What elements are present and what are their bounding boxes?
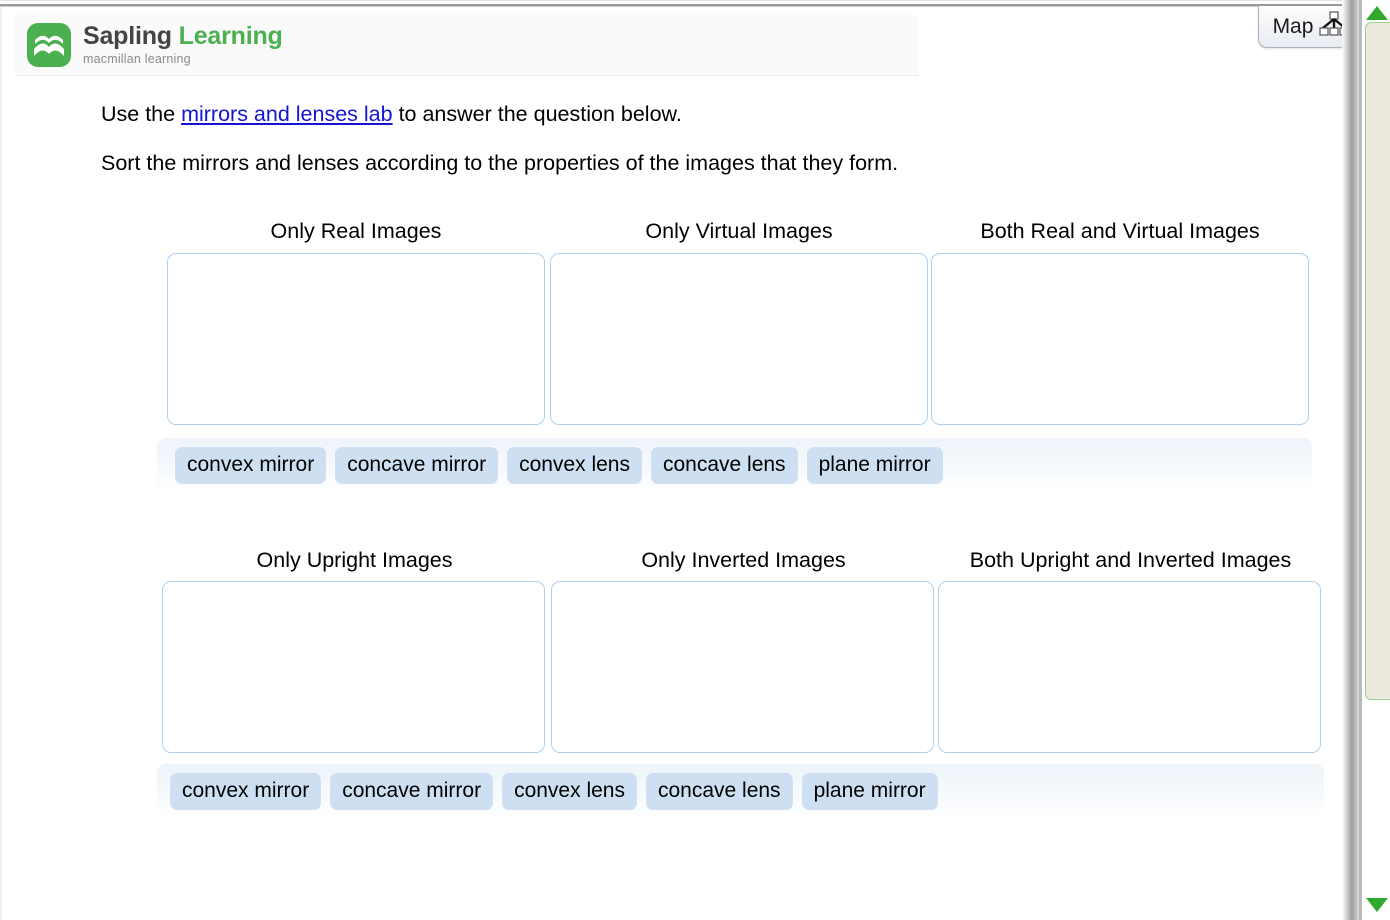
token-concave-mirror[interactable]: concave mirror xyxy=(335,447,499,484)
token-bank-orientation[interactable]: convex mirror concave mirror convex lens… xyxy=(157,764,1324,818)
instruction-line-2: Sort the mirrors and lenses according to… xyxy=(101,151,899,175)
drop-zone-only-virtual-images[interactable] xyxy=(550,253,928,425)
top-divider-line xyxy=(0,0,1361,1)
token-bank-row: convex mirror concave mirror convex lens… xyxy=(175,447,943,484)
token-convex-lens[interactable]: convex lens xyxy=(502,773,637,810)
sapling-book-logo-icon xyxy=(27,23,71,67)
drop-zone-both-real-and-virtual-images[interactable] xyxy=(931,253,1309,425)
page-left-edge xyxy=(0,7,2,920)
token-bank-image-type[interactable]: convex mirror concave mirror convex lens… xyxy=(157,438,1312,492)
brand-text-block: Sapling Learning macmillan learning xyxy=(83,24,283,66)
instruction-line-1: Use the mirrors and lenses lab to answer… xyxy=(101,102,682,126)
token-concave-mirror[interactable]: concave mirror xyxy=(330,773,494,810)
token-concave-lens[interactable]: concave lens xyxy=(650,447,798,484)
category-label-only-virtual-images: Only Virtual Images xyxy=(645,219,833,243)
scrollbar-seam xyxy=(1359,0,1361,920)
top-toolbar-underline xyxy=(0,6,1361,7)
assignment-content: Sapling Learning macmillan learning Use … xyxy=(2,7,1342,920)
token-convex-lens[interactable]: convex lens xyxy=(507,447,642,484)
category-label-only-upright-images: Only Upright Images xyxy=(256,548,453,572)
instruction-text-after: to answer the question below. xyxy=(392,102,682,126)
outer-scrollbar-track[interactable] xyxy=(1342,0,1361,920)
token-plane-mirror[interactable]: plane mirror xyxy=(806,447,943,484)
instruction-text-before: Use the xyxy=(101,102,182,126)
mirrors-and-lenses-lab-link[interactable]: mirrors and lenses lab xyxy=(181,102,393,126)
top-toolbar-shadow xyxy=(0,4,1361,6)
category-label-only-real-images: Only Real Images xyxy=(270,219,442,243)
brand-lockup: Sapling Learning macmillan learning xyxy=(15,15,283,75)
token-plane-mirror[interactable]: plane mirror xyxy=(801,773,938,810)
category-label-both-real-and-virtual-images: Both Real and Virtual Images xyxy=(980,219,1260,243)
brand-title: Sapling Learning xyxy=(83,24,283,49)
sapling-header-band: Sapling Learning macmillan learning xyxy=(15,15,919,75)
brand-name-learning: Learning xyxy=(178,22,283,51)
category-label-only-inverted-images: Only Inverted Images xyxy=(641,548,846,572)
token-concave-lens[interactable]: concave lens xyxy=(645,773,793,810)
frame-scrollbar-thumb[interactable] xyxy=(1365,22,1390,700)
brand-tagline: macmillan learning xyxy=(83,52,191,67)
drop-zone-only-inverted-images[interactable] xyxy=(551,581,934,753)
drop-zone-only-upright-images[interactable] xyxy=(162,581,545,753)
token-convex-mirror[interactable]: convex mirror xyxy=(175,447,327,484)
token-convex-mirror[interactable]: convex mirror xyxy=(170,773,322,810)
map-button-label: Map xyxy=(1272,15,1314,38)
drop-zone-only-real-images[interactable] xyxy=(167,253,545,425)
brand-header-underline xyxy=(15,75,919,76)
category-label-both-upright-and-inverted-images: Both Upright and Inverted Images xyxy=(969,548,1292,572)
brand-name-sapling: Sapling xyxy=(83,22,172,51)
token-bank-row: convex mirror concave mirror convex lens… xyxy=(170,773,938,810)
drop-zone-both-upright-and-inverted-images[interactable] xyxy=(938,581,1321,753)
scroll-up-arrow-icon[interactable] xyxy=(1366,6,1388,20)
scroll-down-arrow-icon[interactable] xyxy=(1366,898,1388,912)
